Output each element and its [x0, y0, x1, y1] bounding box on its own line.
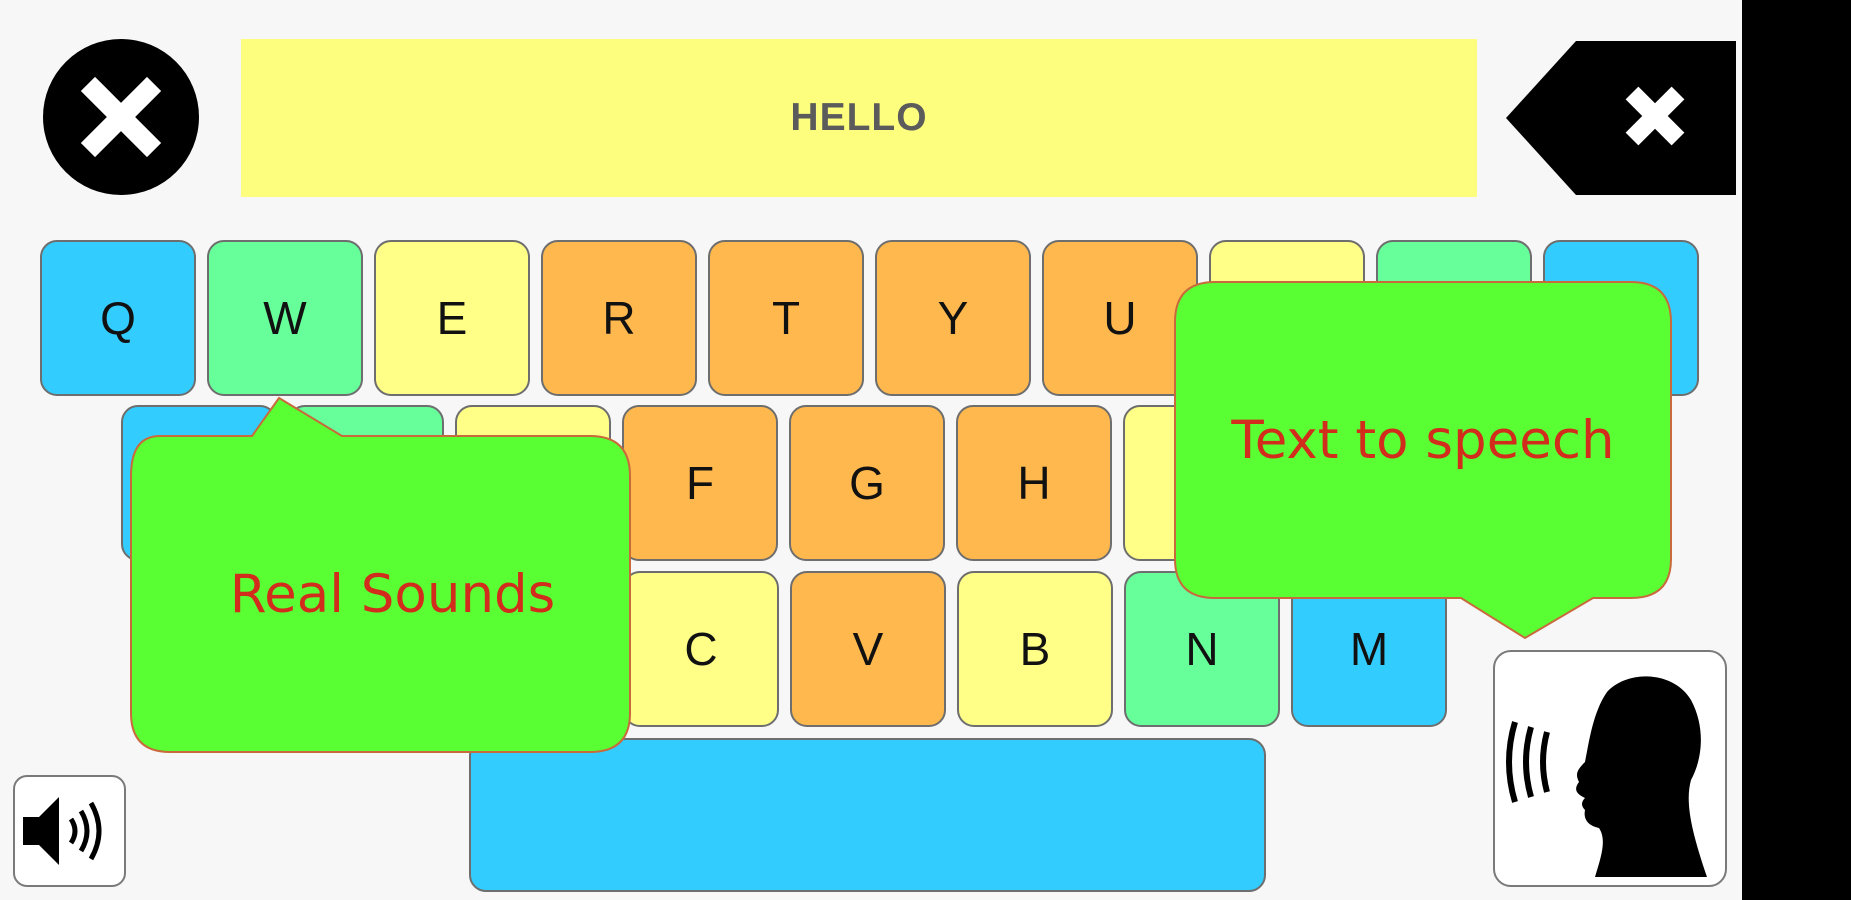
key-e[interactable]: E [374, 240, 530, 396]
system-side-bar [1742, 0, 1851, 900]
display-text: HELLO [790, 96, 928, 139]
tooltip-text-to-speech-text: Text to speech [1231, 409, 1615, 471]
backspace-button[interactable] [1506, 41, 1736, 199]
close-icon [80, 76, 162, 158]
tooltip-real-sounds-text: Real Sounds [229, 563, 556, 625]
key-b[interactable]: B [957, 571, 1113, 727]
key-g[interactable]: G [789, 405, 945, 561]
key-t[interactable]: T [708, 240, 864, 396]
key-v[interactable]: V [790, 571, 946, 727]
key-w[interactable]: W [207, 240, 363, 396]
speaker-icon [23, 797, 102, 865]
sound-toggle-button[interactable] [13, 775, 126, 887]
backspace-icon [1506, 41, 1736, 195]
tooltip-real-sounds-bubble [130, 396, 631, 753]
tooltip-text-to-speech-bubble [1174, 281, 1672, 640]
key-c[interactable]: C [623, 571, 779, 727]
key-u[interactable]: U [1042, 240, 1198, 396]
key-h[interactable]: H [956, 405, 1112, 561]
space-key[interactable] [469, 738, 1266, 892]
text-display: HELLO [241, 39, 1477, 197]
close-button[interactable] [43, 39, 199, 195]
key-q[interactable]: Q [40, 240, 196, 396]
key-y[interactable]: Y [875, 240, 1031, 396]
speak-button[interactable] [1493, 650, 1727, 887]
key-r[interactable]: R [541, 240, 697, 396]
speaking-head-icon [1506, 676, 1707, 877]
